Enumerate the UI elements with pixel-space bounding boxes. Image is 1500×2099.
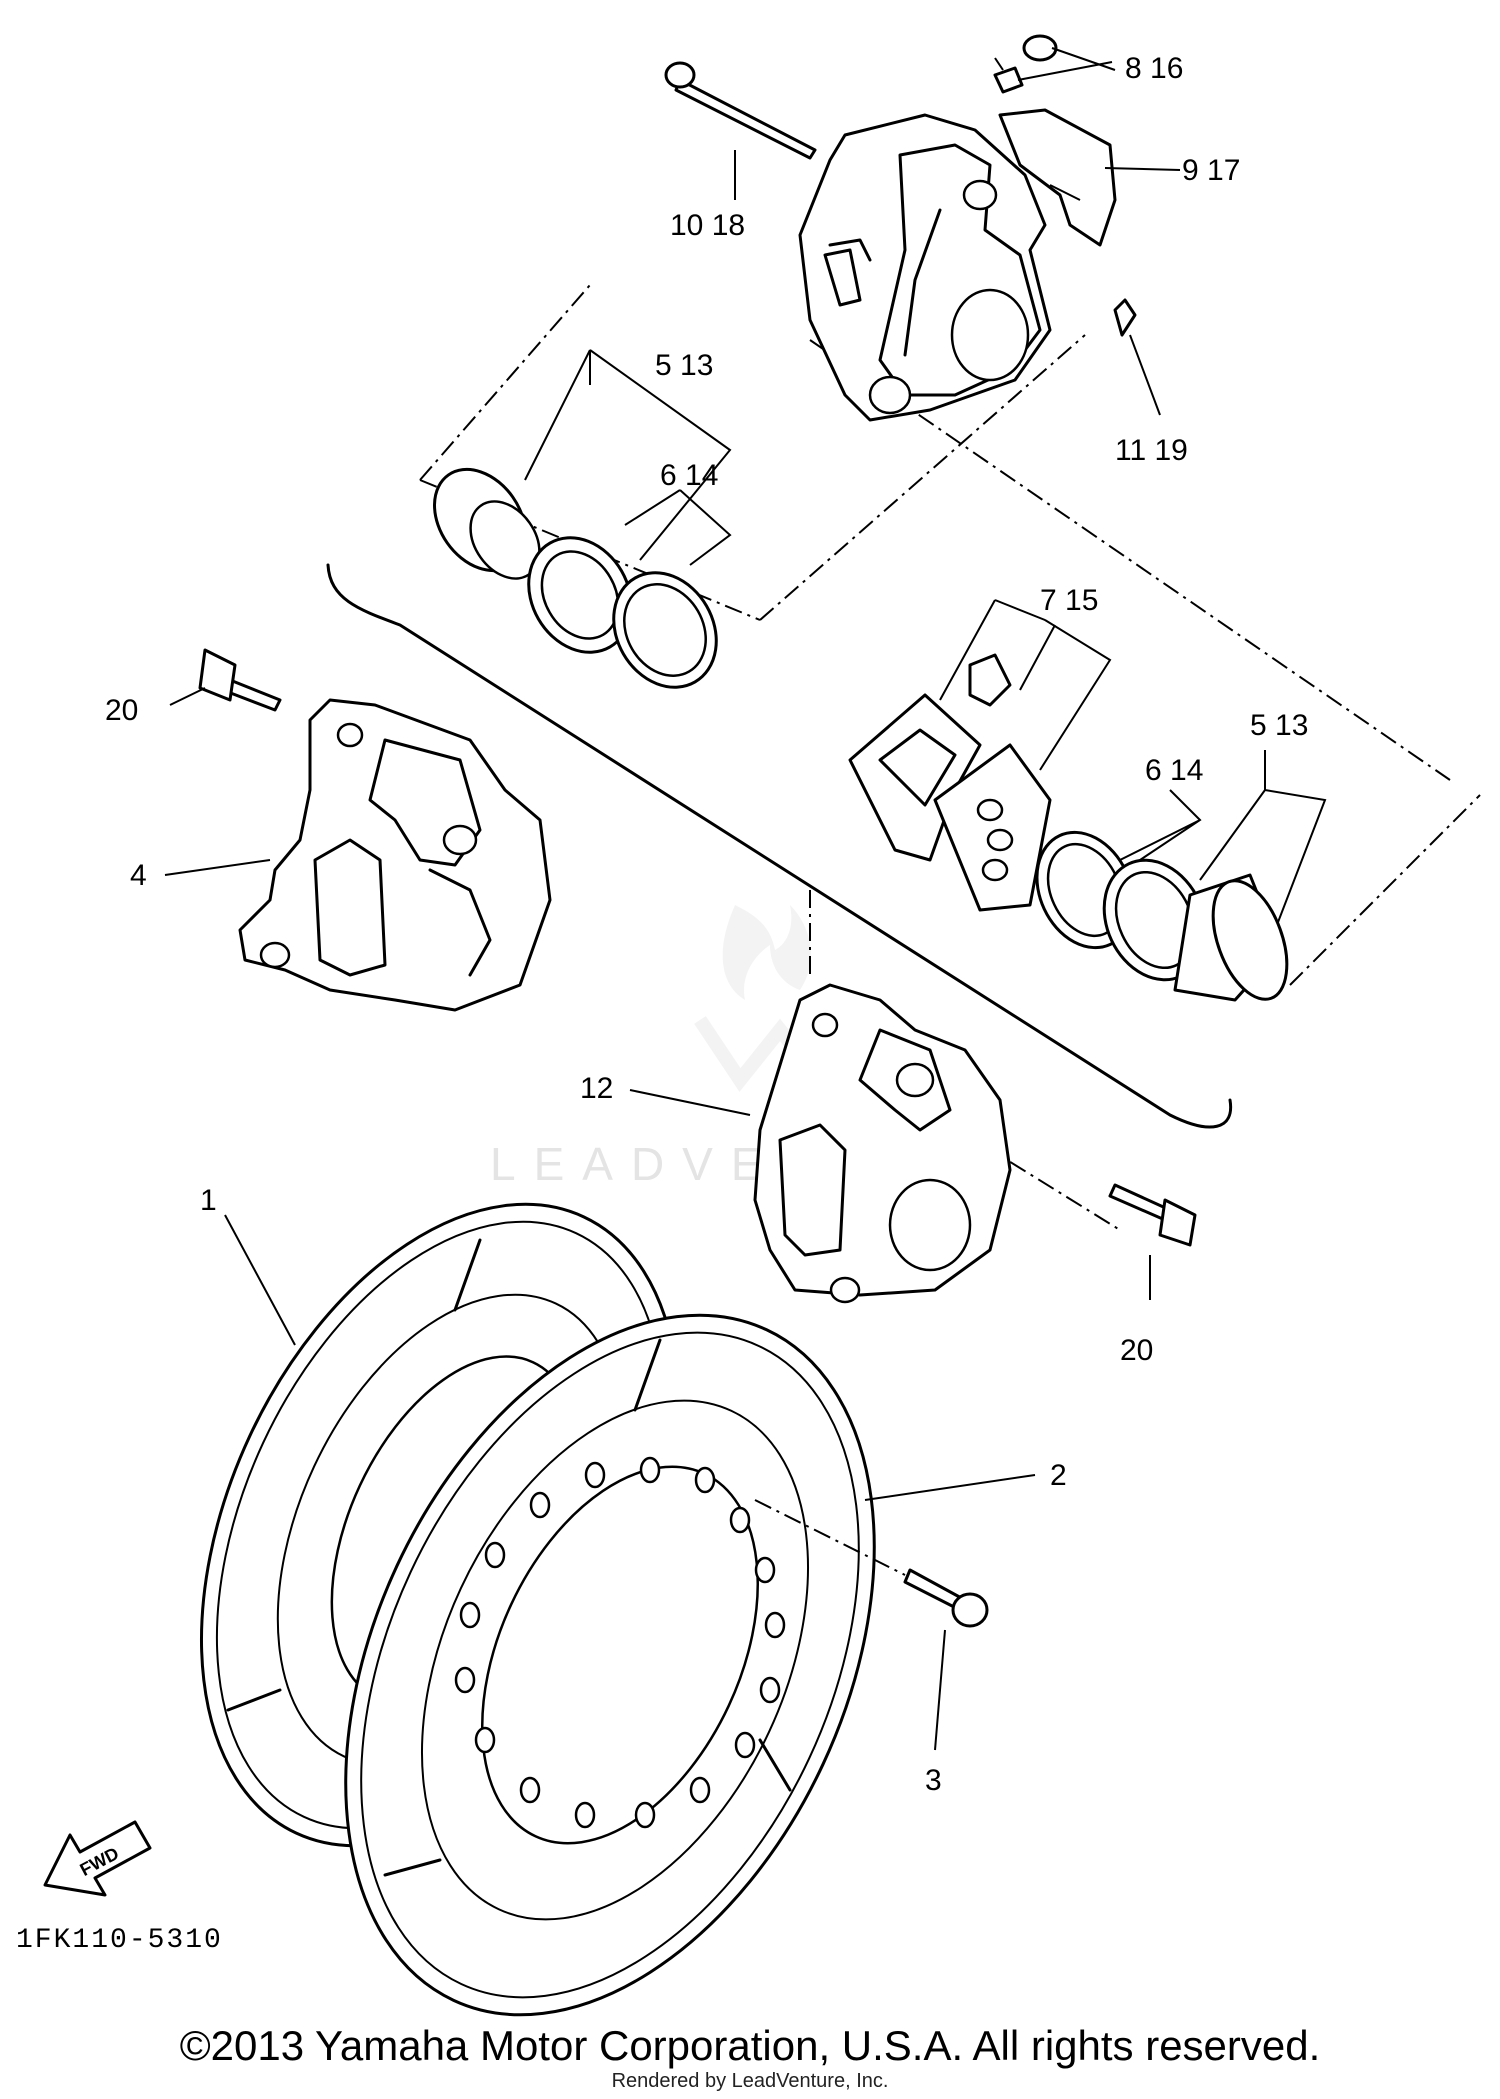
bolt-left	[198, 648, 282, 712]
leader-9-17	[1104, 167, 1181, 171]
bracket-6-14-lower	[1109, 789, 1202, 871]
bleed-screw-cap	[993, 34, 1058, 94]
leader-7-15	[1019, 624, 1056, 691]
label-8-16: 8 16	[1125, 52, 1183, 85]
brake-disc-front	[344, 1313, 876, 2017]
brake-pad-b	[933, 743, 1052, 912]
rendered-by-credit: Rendered by LeadVenture, Inc.	[611, 2070, 889, 2092]
disc-vent-holes	[454, 1456, 786, 1829]
leader-12	[629, 1089, 751, 1116]
leader-4	[164, 859, 271, 876]
copyright-notice: ©2013 Yamaha Motor Corporation, U.S.A. A…	[179, 2022, 1321, 2069]
leader-3	[934, 1629, 946, 1751]
piston-upper	[433, 467, 541, 580]
label-7-15: 7 15	[1040, 584, 1098, 617]
label-4: 4	[130, 859, 147, 892]
leader-11-19	[1129, 334, 1161, 416]
label-10-18: 10 18	[670, 209, 745, 242]
label-5-13-upper: 5 13	[655, 349, 713, 382]
pad-pin	[664, 61, 817, 160]
label-6-14-upper: 6 14	[660, 459, 718, 492]
leader-2	[864, 1474, 1036, 1501]
label-3: 3	[925, 1764, 942, 1797]
upper-caliper	[798, 113, 1052, 422]
seal-upper-a	[527, 536, 633, 654]
guide-line-disc-bolt	[754, 1499, 906, 1576]
label-11-19: 11 19	[1115, 434, 1188, 467]
leader-8-16	[1017, 47, 1116, 81]
disc-bolt	[903, 1568, 989, 1628]
label-20-left: 20	[105, 694, 138, 727]
pad-spring	[968, 653, 1012, 707]
bracket-curve	[326, 563, 1233, 1129]
label-9-17: 9 17	[1182, 154, 1240, 187]
label-20-right: 20	[1120, 1334, 1153, 1367]
fwd-arrow-icon: FWD	[43, 1820, 152, 1897]
leader-20-left	[169, 687, 206, 706]
left-caliper	[238, 698, 552, 1012]
bracket-7-15	[939, 599, 1112, 771]
label-2: 2	[1050, 1459, 1067, 1492]
label-6-14-lower: 6 14	[1145, 754, 1203, 787]
guide-line-upper	[419, 284, 1086, 621]
bolt-right	[1108, 1183, 1197, 1247]
guide-line-lower	[809, 339, 1481, 986]
diagram-code: 1FK110-5310	[16, 1925, 223, 1956]
leader-1	[224, 1214, 296, 1346]
pad-clip-plate	[998, 108, 1117, 247]
seal-upper-b	[612, 571, 718, 689]
label-12: 12	[580, 1072, 613, 1105]
bracket-5-13-lower	[1199, 750, 1327, 931]
right-caliper	[753, 983, 1012, 1304]
retaining-clip	[1113, 298, 1137, 337]
bracket-6-14-upper	[624, 489, 732, 566]
label-1: 1	[200, 1184, 217, 1217]
label-5-13-lower: 5 13	[1250, 709, 1308, 742]
piston-lower	[1173, 873, 1289, 1002]
bracket-5-13-upper	[524, 349, 732, 561]
